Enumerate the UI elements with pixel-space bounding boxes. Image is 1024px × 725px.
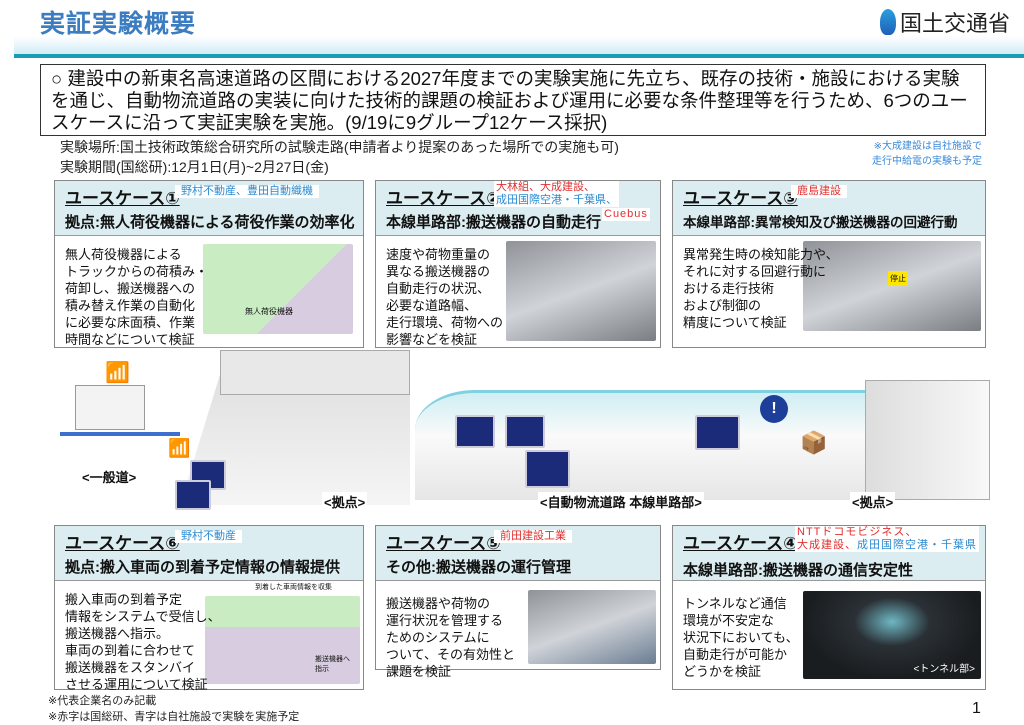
company-names: 野村不動産 — [175, 530, 242, 543]
use-case-title: ユースケース⑥ — [65, 534, 180, 553]
arrival-info-image: 到着した車両情報を収集搬送機器へ 指示 — [205, 582, 360, 684]
use-case-description: 搬送機器や荷物の 運行状況を管理する ためのシステムに ついて、その有効性と 課… — [386, 596, 515, 679]
tunnel-image: <トンネル部> — [803, 591, 981, 679]
transport-robot — [695, 415, 740, 450]
label-base-right: <拠点> — [850, 492, 896, 511]
operation-management-image — [528, 590, 656, 664]
company-names: 前田建設工業 — [494, 530, 572, 543]
use-case-subtitle: 拠点:無人荷役機器による荷役作業の効率化 — [65, 214, 355, 231]
page-title: 実証実験概要 — [40, 10, 197, 38]
company-names: Cuebus — [602, 208, 650, 221]
image-label: 搬送機器へ 指示 — [315, 656, 350, 673]
image-label: 無人荷役機器 — [245, 307, 293, 316]
wifi-icon: 📶 — [105, 362, 130, 384]
footnote: ※代表企業名のみ記載 — [48, 695, 157, 707]
use-case-description: 速度や荷物重量の 異なる搬送機器の 自動走行の状況、 必要な道路幅、 走行環境、… — [386, 247, 504, 347]
transport-robot — [455, 415, 495, 448]
transport-robot — [525, 450, 570, 488]
use-case-description: 無人荷役機器による トラックからの荷積み・ 荷卸し、搬送機器への 積み替え作業の… — [65, 247, 209, 347]
stop-badge: 停止 — [888, 271, 908, 286]
logo-text: 国土交通省 — [899, 11, 1010, 36]
truck-icon — [75, 385, 145, 430]
company-names: 大成建設、 — [797, 539, 857, 551]
mlit-logo-icon — [879, 9, 896, 35]
header-band — [14, 36, 1024, 56]
company-names: 大林組、大成建設、 — [496, 181, 595, 193]
label-general-road: <一般道> — [80, 467, 139, 486]
header-divider — [14, 54, 1024, 58]
use-case-title: ユースケース⑤ — [386, 534, 501, 553]
use-case-title: ユースケース① — [65, 189, 180, 208]
image-label: 到着した車両情報を収集 — [255, 582, 332, 592]
ministry-logo: 国土交通省 — [879, 6, 1010, 38]
experiment-location: 実験場所:国土技術政策総合研究所の試験走路(申請者より提案のあった場所での実施も… — [60, 139, 619, 155]
logistics-road-illustration: 📶 📶 ! 📦 <一般道> <拠点> <自動物流道路 本線単路部> <拠点> — [60, 350, 990, 525]
use-case-subtitle: 本線単路部:異常検知及び搬送機器の回避行動 — [683, 215, 958, 230]
use-case-subtitle: 本線単路部:搬送機器の自動走行 — [386, 214, 601, 231]
base-building-right — [865, 380, 990, 500]
intro-box: ○ 建設中の新東名高速道路の区間における2027年度までの実験実施に先立ち、既存… — [40, 64, 986, 136]
taisei-note: ※大成建設は自社施設で走行中給電の実験も予定 — [800, 139, 982, 169]
company-names: 野村不動産、豊田自動織機 — [175, 185, 319, 198]
company-names: 成田国際空港・千葉県 — [857, 539, 977, 551]
use-case-description: 搬入車両の到着予定 情報をシステムで受信し、 搬送機器へ指示。 車両の到着に合わ… — [65, 592, 221, 692]
use-case-description: 異常発生時の検知能力や、 それに対する回避行動に おける走行技術 および制御の … — [683, 247, 839, 330]
use-case-description: トンネルなど通信 環境が不安定な 状況下においても、 自動走行が可能か どうかを… — [683, 596, 799, 679]
page-number: 1 — [972, 700, 981, 717]
image-label: <トンネル部> — [913, 664, 975, 675]
label-base-left: <拠点> — [322, 492, 368, 511]
use-case-title: ユースケース③ — [683, 189, 798, 208]
road-arrow — [60, 432, 180, 436]
unmanned-loading-image: 無人荷役機器 — [203, 244, 353, 334]
use-case-subtitle: 本線単路部:搬送機器の通信安定性 — [683, 562, 913, 579]
note-line: ※大成建設は自社施設で — [873, 141, 982, 152]
company-names: 鹿島建設 — [791, 185, 847, 198]
company-names: NTTドコモビジネス、 — [797, 526, 918, 538]
transport-robot — [175, 480, 211, 510]
alert-icon: ! — [760, 395, 788, 423]
use-case-title: ユースケース② — [386, 189, 501, 208]
wifi-icon: 📶 — [168, 438, 191, 458]
footnotes: ※代表企業名のみ記載 ※赤字は国総研、青字は自社施設で実験を実施予定 — [48, 693, 299, 725]
package-icon: 📦 — [800, 430, 828, 455]
experiment-period: 実験期間(国総研):12月1日(月)~2月27日(金) — [60, 159, 329, 175]
note-line: 走行中給電の実験も予定 — [872, 156, 982, 167]
use-case-subtitle: その他:搬送機器の運行管理 — [386, 559, 571, 576]
company-names: 成田国際空港・千葉県、 — [496, 194, 617, 206]
anomaly-detection-image: 停止 — [803, 241, 981, 331]
label-main-road: <自動物流道路 本線単路部> — [538, 492, 704, 511]
use-case-subtitle: 拠点:搬入車両の到着予定情報の情報提供 — [65, 559, 340, 576]
truck-in-warehouse — [220, 350, 410, 395]
autonomous-driving-image — [506, 241, 656, 341]
transport-robot — [505, 415, 545, 448]
footnote: ※赤字は国総研、青字は自社施設で実験を実施予定 — [48, 711, 300, 723]
use-case-title: ユースケース④ — [683, 534, 798, 553]
